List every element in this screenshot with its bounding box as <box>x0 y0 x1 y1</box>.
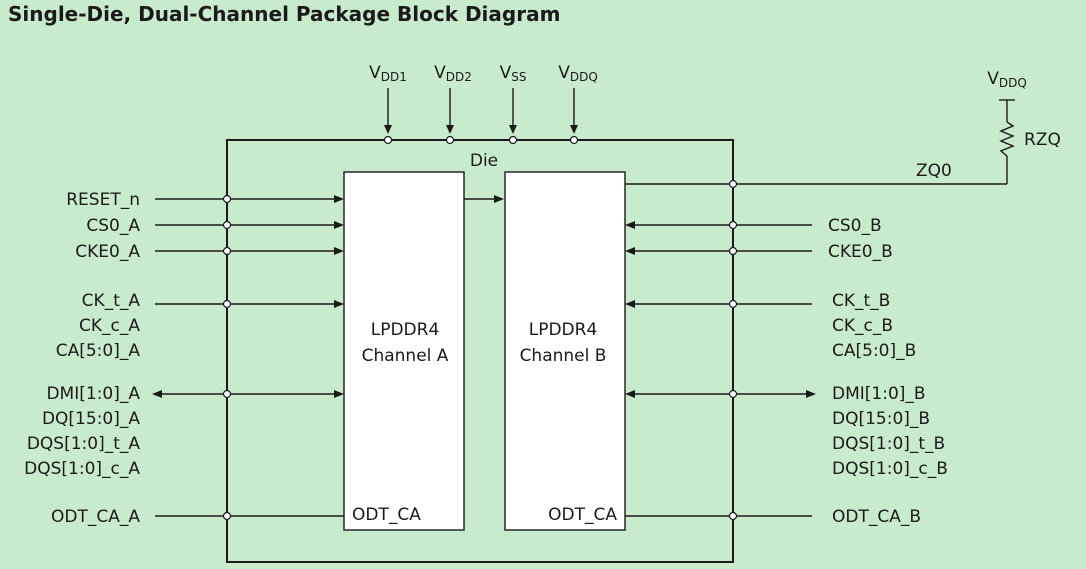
signal-odt-ca-a: ODT_CA_A <box>51 507 140 527</box>
signal-dq-b: DQ[15:0]_B <box>832 409 930 429</box>
signal-ck-c-b: CK_c_B <box>832 316 893 336</box>
vdd2-base: V <box>434 63 446 83</box>
channel-b-line1: LPDDR4 <box>529 320 598 340</box>
vss-sub: SS <box>511 70 526 84</box>
signal-cke0-a: CKE0_A <box>75 242 140 262</box>
power-pin-vdd2: VDD2 <box>434 63 472 145</box>
die-label: Die <box>470 151 498 171</box>
diagram-title: Single-Die, Dual-Channel Package Block D… <box>8 2 561 26</box>
left-labels: RESET_n CS0_A CKE0_A CK_t_A CK_c_A CA[5:… <box>24 190 140 527</box>
signal-reset-n: RESET_n <box>66 190 140 210</box>
channel-a-to-b-arrow <box>464 195 504 203</box>
signal-dqs-t-b: DQS[1:0]_t_B <box>832 434 945 454</box>
svg-text:VSS: VSS <box>500 63 527 84</box>
signal-dmi-b: DMI[1:0]_B <box>832 384 926 404</box>
signal-cs0-b: CS0_B <box>828 216 882 236</box>
zq-circuit: VDDQ RZQ ZQ0 <box>625 69 1061 189</box>
signal-odt-ca-b: ODT_CA_B <box>832 507 921 527</box>
signal-dqs-c-b: DQS[1:0]_c_B <box>832 459 948 479</box>
right-wires <box>625 220 816 521</box>
channel-a-box <box>343 171 465 531</box>
zq-vddq-sub: DDQ <box>999 76 1027 90</box>
signal-ca-a: CA[5:0]_A <box>56 341 141 361</box>
signal-cs0-a: CS0_A <box>86 216 140 236</box>
signal-dqs-c-a: DQS[1:0]_c_A <box>24 459 140 479</box>
zq0-label: ZQ0 <box>916 161 952 181</box>
signal-dq-a: DQ[15:0]_A <box>42 409 140 429</box>
signal-ca-b: CA[5:0]_B <box>832 341 916 361</box>
vddq-sub: DDQ <box>570 70 598 84</box>
signal-dqs-t-a: DQS[1:0]_t_A <box>27 434 141 454</box>
signal-cke0-b: CKE0_B <box>828 242 893 262</box>
power-pin-vddq: VDDQ <box>558 63 598 145</box>
power-pin-vdd1: VDD1 <box>369 63 407 145</box>
svg-text:VDD1: VDD1 <box>369 63 407 84</box>
signal-dmi-a: DMI[1:0]_A <box>46 384 140 404</box>
power-pin-vss: VSS <box>500 63 527 145</box>
rzq-label: RZQ <box>1024 130 1061 150</box>
package-outline <box>226 139 734 563</box>
channel-b-box <box>504 171 626 531</box>
channel-a-line1: LPDDR4 <box>371 320 440 340</box>
right-labels: CS0_B CKE0_B CK_t_B CK_c_B CA[5:0]_B DMI… <box>828 216 948 527</box>
signal-ck-t-a: CK_t_A <box>82 291 141 311</box>
vddq-base: V <box>558 63 570 83</box>
signal-ck-t-b: CK_t_B <box>832 291 890 311</box>
svg-text:VDD2: VDD2 <box>434 63 472 84</box>
vdd1-base: V <box>369 63 381 83</box>
rzq-resistor <box>999 121 1015 157</box>
vss-base: V <box>500 63 512 83</box>
signal-ck-c-a: CK_c_A <box>79 316 140 336</box>
zq-vddq-base: V <box>987 69 999 89</box>
vdd2-sub: DD2 <box>446 70 472 84</box>
svg-text:VDDQ: VDDQ <box>987 69 1027 90</box>
vdd1-sub: DD1 <box>381 70 407 84</box>
left-wires <box>152 194 344 521</box>
channel-b-line2: Channel B <box>520 346 607 366</box>
svg-text:VDDQ: VDDQ <box>558 63 598 84</box>
channel-a-line2: Channel A <box>362 346 449 366</box>
channel-a-odt-pin: ODT_CA <box>352 505 421 525</box>
channel-b-odt-pin: ODT_CA <box>548 505 617 525</box>
